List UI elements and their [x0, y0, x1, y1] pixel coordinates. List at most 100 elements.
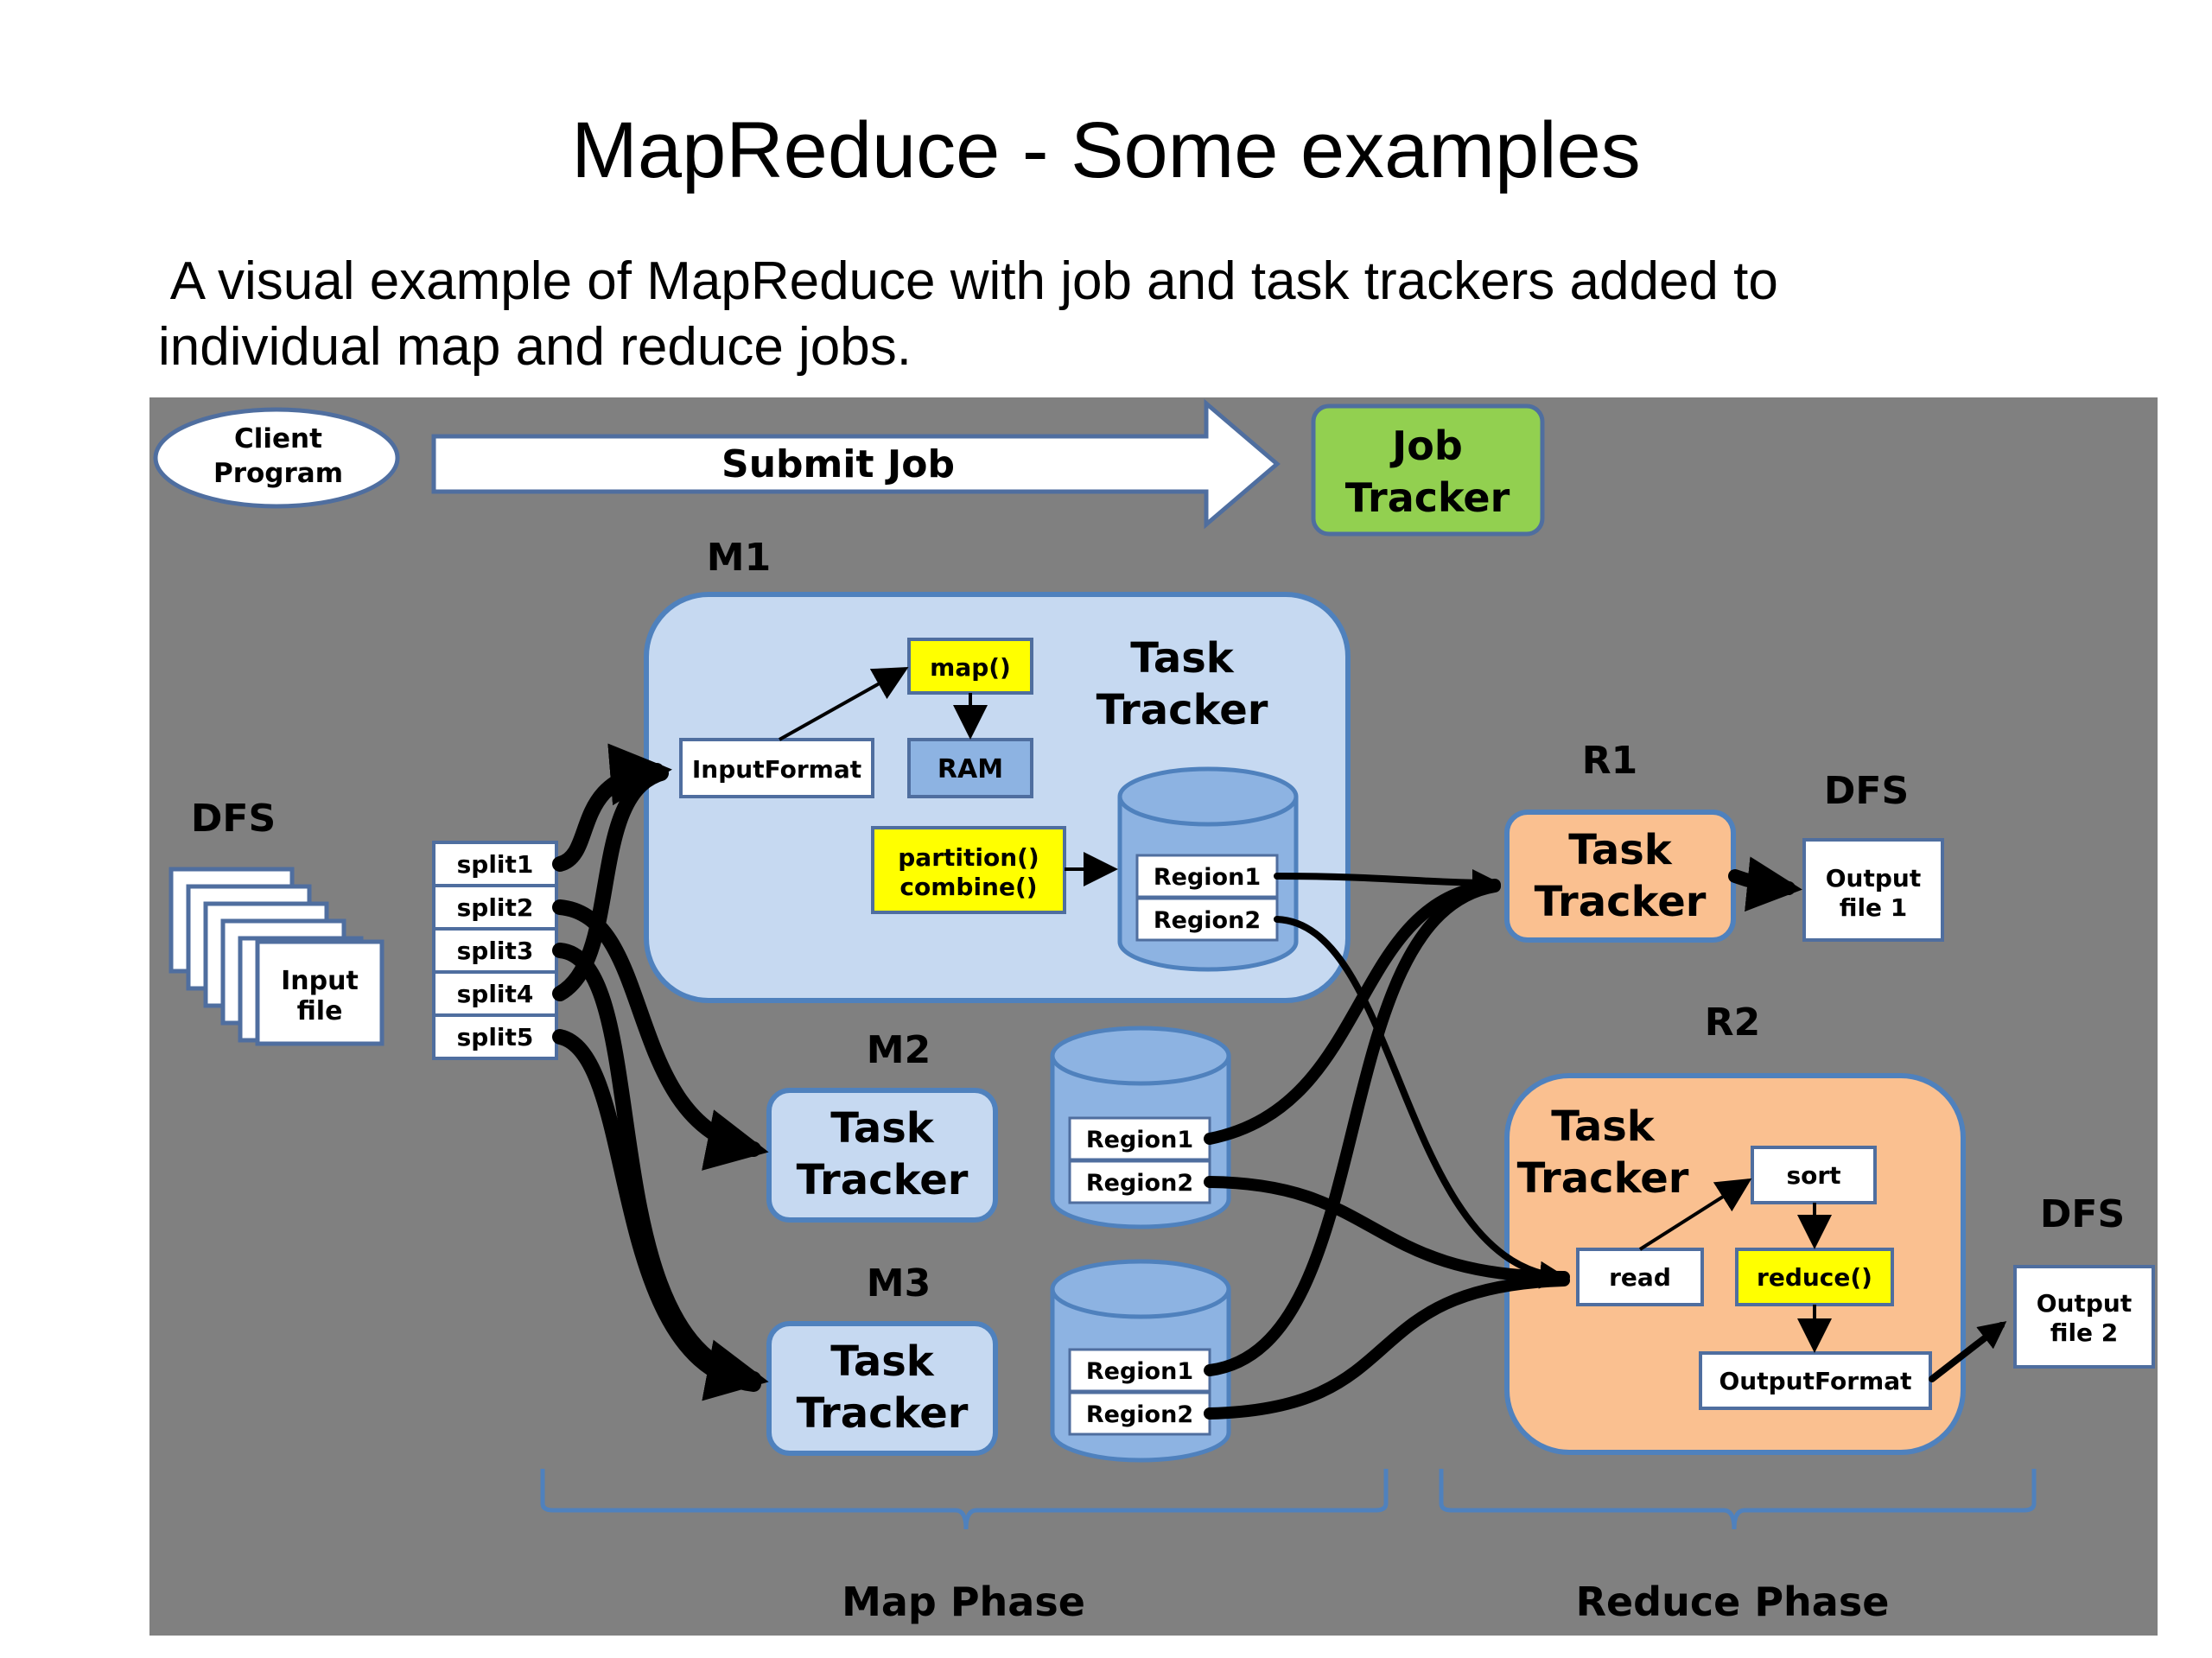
m2-region2-box — [1068, 1159, 1211, 1204]
split-box-4 — [432, 970, 558, 1017]
flow-m3-region2-to-r2 — [1204, 1274, 1570, 1420]
reduce-phase-label: Reduce Phase — [1576, 1579, 1890, 1625]
m3-region2-box — [1068, 1391, 1211, 1436]
split-label-3: split3 — [457, 937, 534, 965]
m3-region1-box — [1068, 1348, 1211, 1393]
m2-region2-label: Region2 — [1086, 1170, 1193, 1197]
r2-sort-label: sort — [1786, 1161, 1840, 1190]
job-tracker-label-1: Job — [1389, 422, 1463, 469]
flow-split4-to-m1 — [552, 765, 669, 1001]
r2-read-box: read — [1576, 1248, 1704, 1306]
split-label-5: split5 — [457, 1023, 534, 1051]
m3-task-tracker-label-1: Task — [830, 1337, 935, 1386]
m1-region1-box — [1135, 854, 1279, 899]
split-label-2: split2 — [457, 893, 534, 922]
m3-region1-label: Region1 — [1086, 1358, 1193, 1385]
flow-r1-to-output1 — [1728, 856, 1802, 912]
r2-outputformat-label: OutputFormat — [1719, 1367, 1912, 1395]
subtitle-line-2: individual map and reduce jobs. — [158, 317, 912, 377]
client-program-node: Client Program — [153, 407, 400, 509]
r1-output-label-1: Output — [1826, 864, 1921, 893]
r2-outputformat-box: OutputFormat — [1699, 1351, 1932, 1410]
m3-task-tracker: Task Tracker — [766, 1321, 998, 1456]
r2-sort-box: sort — [1751, 1146, 1877, 1204]
r1-output-label-2: file 1 — [1840, 893, 1908, 922]
reduce-phase-bracket — [1439, 1469, 2037, 1530]
m2-task-tracker-label-2: Tracker — [797, 1156, 969, 1204]
m1-ram-box: RAM — [907, 738, 1033, 798]
r2-dfs-label: DFS — [2040, 1192, 2125, 1236]
m1-internal-arrows — [779, 667, 1118, 886]
client-program-label-2: Program — [213, 458, 343, 489]
m1-inputformat-label: InputFormat — [692, 755, 861, 784]
m1-map-function-box: map() — [907, 638, 1033, 695]
flow-m3-region1-to-r1 — [1204, 880, 1501, 1376]
r1-dfs-label: DFS — [1824, 769, 1909, 813]
m1-region-cylinder: Region1 Region2 — [1117, 766, 1299, 972]
r1-task-tracker-label-1: Task — [1568, 826, 1673, 874]
r1-label: R1 — [1582, 739, 1638, 783]
job-tracker-node: Job Tracker — [1311, 403, 1545, 537]
flow-m2-region2-to-r2 — [1204, 1176, 1570, 1283]
r1-task-tracker: Task Tracker — [1504, 810, 1736, 943]
flow-r2-to-output2 — [1929, 1321, 2007, 1382]
m1-task-tracker-label-1: Task — [1130, 634, 1235, 683]
r2-reduce-function-label: reduce() — [1757, 1263, 1872, 1292]
r2-output-file: Output file 2 — [2013, 1265, 2155, 1369]
split-label-1: split1 — [457, 850, 534, 879]
m3-task-tracker-label-2: Tracker — [797, 1389, 969, 1438]
r2-output-label-2: file 2 — [2050, 1318, 2119, 1347]
job-tracker-label-2: Tracker — [1345, 474, 1510, 521]
m1-partition-combine-box: partition() combine() — [871, 826, 1066, 914]
flow-split1-to-m1 — [552, 743, 672, 872]
m1-label: M1 — [707, 536, 771, 580]
m2-region-cylinder: Region1 Region2 — [1050, 1026, 1231, 1229]
r1-task-tracker-label-2: Tracker — [1535, 878, 1707, 926]
flow-m1-region2-to-r2 — [1274, 916, 1567, 1289]
slide-subtitle: A visual example of MapReduce with job a… — [158, 249, 2059, 380]
map-phase-bracket — [540, 1469, 1389, 1530]
flow-m1-region1-to-r1 — [1274, 868, 1500, 897]
r2-reduce-function-box: reduce() — [1735, 1248, 1894, 1306]
split-label-4: split4 — [457, 980, 534, 1008]
flow-split2-to-m2 — [552, 899, 769, 1171]
dfs-left-label: DFS — [191, 797, 276, 841]
split-box-1 — [432, 841, 558, 887]
reducer-output-flows — [1728, 856, 2007, 1382]
m1-task-tracker-label-2: Tracker — [1096, 686, 1268, 734]
m2-region1-label: Region1 — [1086, 1127, 1193, 1153]
m1-combine-label: combine() — [899, 873, 1037, 901]
map-phase-label: Map Phase — [842, 1579, 1085, 1625]
region-to-reducer-flows — [1204, 868, 1570, 1420]
m2-task-tracker-label-1: Task — [830, 1104, 935, 1153]
m1-region2-label: Region2 — [1154, 907, 1261, 934]
m2-region1-box — [1068, 1116, 1211, 1161]
input-file-label-2: file — [297, 996, 343, 1026]
client-program-label-1: Client — [234, 423, 322, 454]
r2-task-tracker-label-2: Tracker — [1517, 1154, 1689, 1203]
m3-region-cylinder: Region1 Region2 — [1050, 1259, 1231, 1463]
splits-column: split1 split2 split3 split4 split5 — [432, 841, 558, 1060]
m1-partition-label: partition() — [898, 843, 1039, 872]
r2-read-label: read — [1609, 1263, 1671, 1292]
input-file-label-1: Input — [281, 966, 359, 996]
m3-region2-label: Region2 — [1086, 1401, 1193, 1428]
flow-split5-to-m3 — [552, 1029, 761, 1392]
r2-internal-arrows — [1638, 1178, 1832, 1353]
m2-label: M2 — [867, 1028, 931, 1072]
slide-title: MapReduce - Some examples — [571, 106, 1641, 194]
submit-job-arrow: Submit Job — [431, 398, 1281, 530]
r2-output-label-1: Output — [2037, 1289, 2132, 1318]
m2-task-tracker: Task Tracker — [766, 1088, 998, 1223]
m1-region2-box — [1135, 897, 1279, 942]
m1-ram-label: RAM — [938, 754, 1003, 785]
r1-output-file: Output file 1 — [1802, 838, 1944, 942]
m3-label: M3 — [867, 1261, 931, 1305]
m1-region1-label: Region1 — [1154, 864, 1261, 891]
m1-inputformat-box: InputFormat — [679, 738, 874, 798]
split-to-mapper-flows — [552, 743, 769, 1401]
r2-task-tracker-label-1: Task — [1551, 1102, 1656, 1151]
subtitle-line-1: A visual example of MapReduce with job a… — [158, 251, 1778, 311]
r2-label: R2 — [1705, 1001, 1761, 1045]
